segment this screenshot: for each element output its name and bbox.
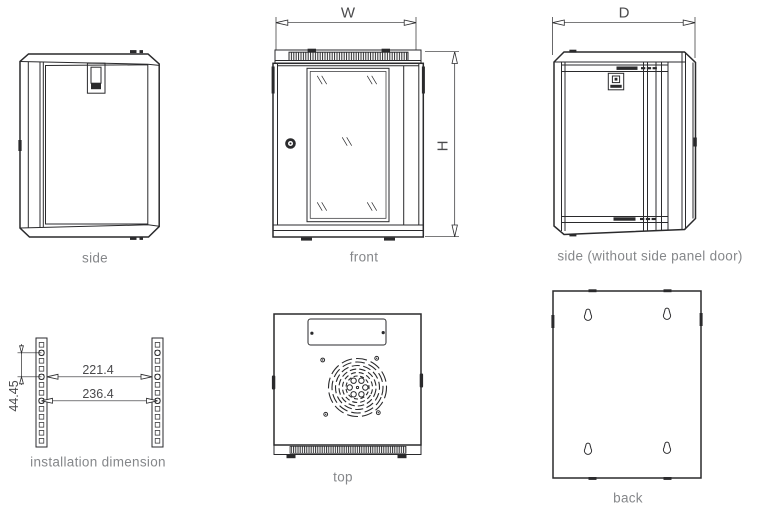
back-view-drawing [551,289,703,480]
front-view-label: front [349,249,379,265]
keyhole-slot-bottom-right [662,441,672,454]
glass-marks [316,75,378,211]
back-view-label: back [613,490,643,506]
width-dim-label: W [338,4,358,22]
side-view-label: side [82,250,108,266]
height-dim-label: H [434,140,452,152]
cable-entry-cutout [307,318,387,346]
cabinet-body [271,62,425,241]
door-edge-strip [27,61,44,228]
rail-inner-spacing-label: 221.4 [82,363,114,377]
installation-dimension-drawing [17,337,164,448]
dimension-d [552,17,696,58]
hole-pitch-label: 44.45 [7,380,21,412]
cabinet-outline [553,51,697,236]
top-view-label: top [333,469,353,485]
top-vent-cap [274,48,422,64]
mounting-rail-right [151,337,164,448]
mounting-tabs [569,49,697,237]
dimension-w [275,17,417,50]
keyhole-slot-top-left [583,308,593,321]
side-panel [45,64,149,225]
side-open-view-drawing [552,17,697,237]
keyhole-slot-top-right [662,307,672,320]
mounting-rail-left [35,337,48,448]
mounting-tabs [551,289,703,480]
cabinet-outline [19,53,160,238]
back-panel [552,290,702,479]
depth-dim-label: D [616,4,632,22]
mounting-tabs [18,50,143,240]
door-latch [86,62,106,94]
dimension-rail-inner [46,373,153,380]
dimension-rail-outer [41,397,158,404]
inner-frame [561,52,694,231]
side-view-drawing [18,50,160,240]
fan-screw-holes [320,355,381,417]
top-view-drawing [271,313,424,459]
door-lock [285,138,296,149]
dimension-h [425,51,459,238]
side-tabs [271,373,424,390]
rail-slots-bottom [613,217,656,221]
top-panel [273,313,422,446]
rail-outer-spacing-label: 236.4 [82,387,114,401]
dimension-hole-pitch [17,344,42,385]
front-vent-strip [273,444,422,459]
glass-door [306,65,405,225]
fan-grille [327,357,388,418]
rail-slots-top [616,66,657,70]
keyhole-slot-bottom-left [583,442,593,455]
door-latch [607,72,625,91]
front-view-drawing [271,17,459,241]
installation-view-label: installation dimension [30,454,166,470]
side-open-view-label: side (without side panel door) [557,248,743,264]
